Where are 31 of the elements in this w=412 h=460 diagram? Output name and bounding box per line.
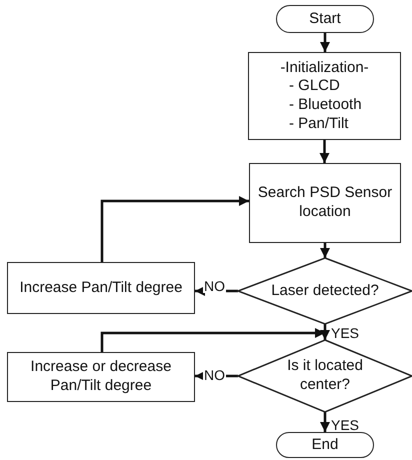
arrow <box>320 324 330 340</box>
node-label: Increase Pan/Tilt degree <box>20 278 182 298</box>
node-label: Search PSD Sensor location <box>256 184 394 222</box>
arrow <box>195 286 238 296</box>
edge-label: NO <box>203 279 226 293</box>
process-box <box>248 52 401 140</box>
heading: -Initialization- <box>280 58 369 78</box>
process-box <box>249 163 401 243</box>
decision-diamond <box>238 258 412 324</box>
edge-label: YES <box>330 326 360 340</box>
decision-diamond <box>238 340 412 412</box>
list-item: - Bluetooth <box>289 96 362 115</box>
process-box <box>7 262 195 314</box>
node-label: Increase or decrease Pan/Tilt degree <box>30 358 172 396</box>
node-label: Laser detected? <box>271 282 379 300</box>
process-box <box>7 352 195 402</box>
arrow <box>320 33 330 52</box>
arrow <box>320 412 330 432</box>
arrow <box>100 328 325 352</box>
arrow <box>320 140 330 163</box>
edge-label: YES <box>330 418 360 432</box>
terminal-shape <box>276 5 374 33</box>
list-item: - GLCD <box>289 77 340 96</box>
node-label: End <box>312 436 338 454</box>
edge-label: NO <box>203 368 226 382</box>
arrow <box>320 243 330 258</box>
node-label: Start <box>309 10 341 28</box>
list-item: - Pan/Tilt <box>289 114 348 134</box>
arrow <box>100 196 249 262</box>
terminal-shape <box>276 432 374 458</box>
node-label: Is it located center? <box>286 357 364 395</box>
